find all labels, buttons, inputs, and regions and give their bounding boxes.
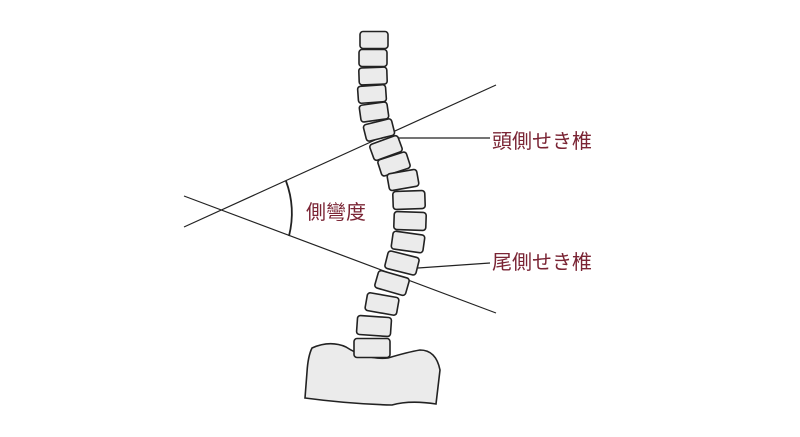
cobb-angle-label: 側彎度 [306,200,366,224]
lower-leader-line [417,262,491,269]
vertebra [358,66,388,86]
vertebra [374,269,410,297]
vertebra [358,101,390,123]
vertebra [359,30,389,50]
vertebra [364,292,400,316]
vertebra [362,118,396,142]
upper-endplate-line [183,84,497,228]
angle-arc [285,180,293,237]
vertebra [386,168,420,192]
vertebra [356,83,388,105]
vertebra [384,250,420,276]
upper-end-vertebra-label: 頭側せき椎 [492,129,592,153]
vertebra [392,210,428,232]
spine [353,30,428,359]
pelvis [304,342,441,406]
vertebra [355,314,393,338]
vertebra [390,230,426,254]
vertebra [358,48,388,68]
lower-end-vertebra-label: 尾側せき椎 [492,250,592,274]
lower-endplate-line [183,195,497,314]
vertebra [353,337,391,359]
vertebra [391,189,427,211]
